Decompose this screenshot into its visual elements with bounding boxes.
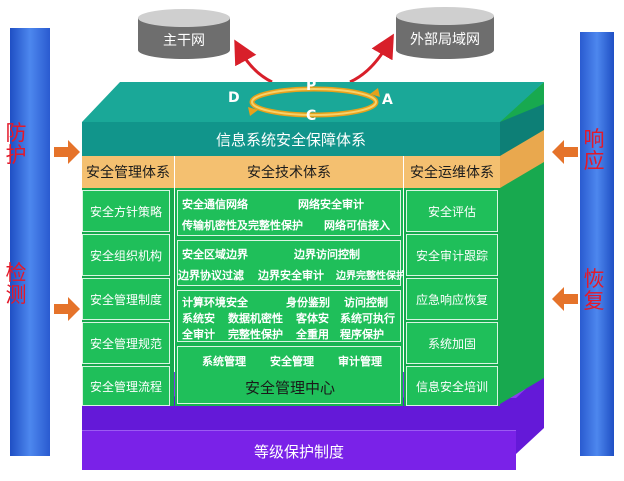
management-center: 系统管理 安全管理 审计管理 安全管理中心 [177, 346, 401, 404]
tech-item: 身份鉴别 [286, 296, 330, 309]
management-header: 安全管理体系 [82, 156, 174, 188]
left-label-detect: 检测 [5, 261, 27, 307]
right-label-recover: 恢复 [583, 267, 605, 313]
right-side-bar [580, 32, 614, 456]
tech-item: 安全通信网络 [182, 198, 248, 211]
pdca-c: C [306, 108, 317, 124]
pdca-ring-icon [248, 86, 380, 118]
operations-column: 安全评估 安全审计跟踪 应急响应恢复 系统加固 信息安全培训 [404, 188, 500, 406]
left-label-protect: 防护 [5, 121, 27, 167]
arrow-to-backbone [234, 39, 273, 84]
database-icon [138, 9, 230, 59]
tech-item: 访问控制 [344, 296, 388, 309]
management-item: 安全管理流程 [82, 366, 170, 406]
tech-item: 全审计 [182, 328, 215, 341]
technology-column: 安全通信网络 网络安全审计 传输机密性及完整性保护 网络可信接入 安全区域边界 … [175, 188, 406, 406]
management-item: 安全管理规范 [82, 322, 170, 364]
pdca-cycle: P D C A [228, 78, 400, 124]
tech-item: 传输机密性及完整性保护 [182, 219, 303, 232]
pdca-a: A [382, 92, 393, 108]
right-label-respond: 响应 [583, 127, 605, 173]
technology-header: 安全技术体系 [175, 156, 403, 188]
management-item: 安全管理制度 [82, 278, 170, 320]
operations-item: 应急响应恢复 [406, 278, 498, 320]
backbone-label: 主干网 [163, 33, 205, 49]
tech-group-compute: 计算环境安全 身份鉴别 访问控制 系统安 数据机密性 客体安 系统可执行 全审计… [177, 290, 401, 342]
center-title: 安全管理中心 [244, 379, 335, 397]
pdca-d: D [228, 90, 240, 106]
pdca-p: P [306, 78, 317, 94]
base-label-front: 等级保护制度 [253, 443, 344, 461]
tech-item: 计算环境安全 [182, 296, 248, 309]
tech-item: 安全区域边界 [182, 248, 248, 261]
operations-item: 安全评估 [406, 190, 498, 232]
left-arrow-detect [54, 297, 80, 321]
center-item: 审计管理 [338, 355, 382, 368]
right-arrow-respond [552, 140, 578, 164]
management-item: 安全方针策略 [82, 190, 170, 232]
operations-item: 信息安全培训 [406, 366, 498, 406]
tech-item: 完整性保护 [228, 328, 283, 341]
system-title: 信息系统安全保障体系 [215, 130, 366, 149]
arrow-to-external [349, 33, 394, 84]
tech-item: 网络安全审计 [298, 198, 364, 211]
operations-item: 安全审计跟踪 [406, 234, 498, 276]
left-arrow-protect [54, 140, 80, 164]
tech-item: 边界完整性保护 [336, 271, 406, 282]
left-side-bar [10, 28, 50, 456]
management-column: 安全方针策略 安全组织机构 安全管理制度 安全管理规范 安全管理流程 [82, 188, 174, 406]
tech-item: 系统可执行 [340, 312, 395, 325]
operations-header: 安全运维体系 [404, 156, 500, 188]
tech-item: 数据机密性 [228, 312, 283, 325]
operations-item: 系统加固 [406, 322, 498, 364]
database-icon [396, 7, 494, 59]
tech-item: 边界协议过滤 [178, 269, 244, 282]
external-lan-label: 外部局域网 [410, 32, 480, 48]
tech-item: 全重用 [296, 328, 329, 341]
title-band: 信息系统安全保障体系 [82, 122, 500, 156]
tech-item: 程序保护 [340, 328, 384, 341]
center-item: 系统管理 [202, 355, 246, 368]
tech-item: 系统安 [182, 312, 215, 325]
tech-item: 边界安全审计 [258, 269, 324, 282]
tech-item: 网络可信接入 [324, 219, 390, 232]
external-lan-database: 外部局域网 [394, 6, 496, 60]
management-item: 安全组织机构 [82, 234, 170, 276]
backbone-database: 主干网 [136, 8, 232, 60]
center-item: 安全管理 [270, 355, 314, 368]
tech-item: 边界访问控制 [294, 248, 360, 261]
tech-item: 客体安 [296, 312, 329, 325]
right-arrow-recover [552, 287, 578, 311]
tech-group-boundary: 安全区域边界 边界访问控制 边界协议过滤 边界安全审计 边界完整性保护 [177, 240, 406, 286]
base-front [82, 430, 516, 470]
tech-group-network: 安全通信网络 网络安全审计 传输机密性及完整性保护 网络可信接入 [177, 190, 401, 236]
